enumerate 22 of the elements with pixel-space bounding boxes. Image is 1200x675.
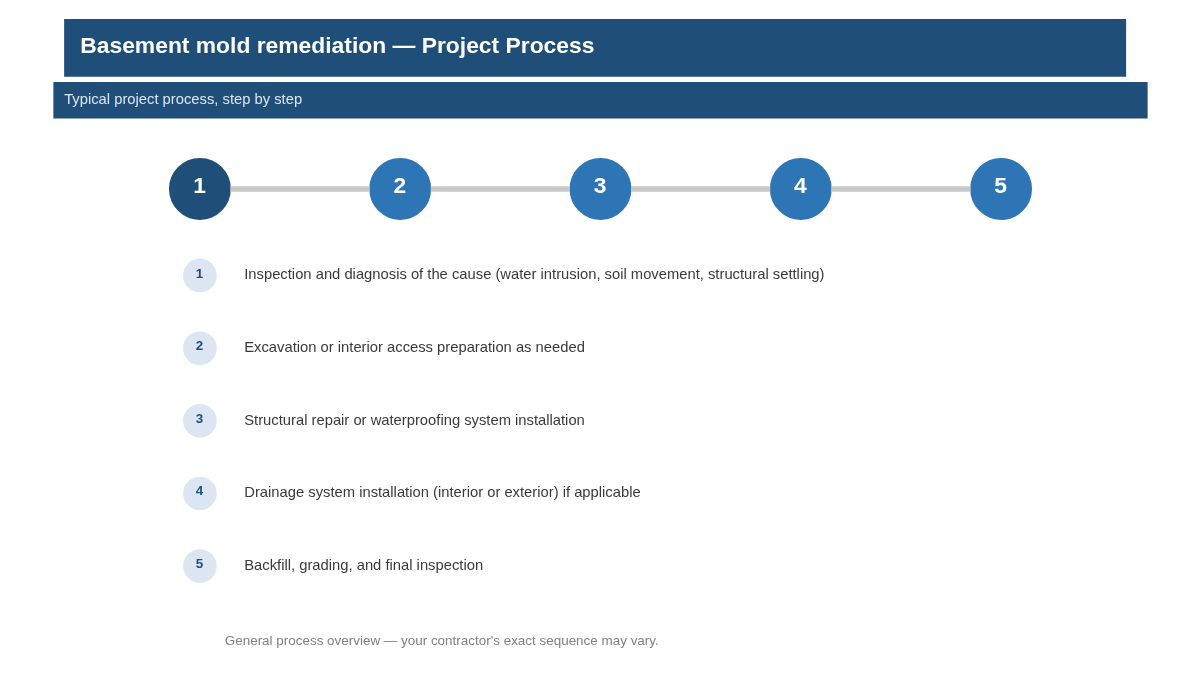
node-circle: 3 (569, 158, 631, 220)
node-circle: 4 (182, 476, 217, 511)
node-circle: 5 (969, 158, 1032, 220)
node-label: Inspection and diagnosis of the cause (water intrusion, soil movement, structural settling) (243, 266, 825, 283)
connector (830, 186, 971, 192)
node-label: Drainage system installation (interior or exterior) if applicable (243, 484, 641, 501)
label: Typical project process, step by step (63, 91, 302, 107)
node-circle: 1 (168, 158, 231, 220)
node-circle: 3 (182, 404, 217, 438)
node-circle: 4 (769, 158, 832, 220)
node-label: Excavation or interior access preparation as needed (243, 339, 585, 356)
connector (430, 186, 570, 192)
node-label: Structural repair or waterproofing system installation (243, 411, 585, 428)
diagram-title: Basement mold remediation — Project Process (79, 31, 594, 58)
node-circle: 5 (182, 549, 217, 583)
node-circle: 2 (368, 158, 431, 220)
node-label: Backfill, grading, and final inspection (243, 556, 483, 573)
node-circle: 2 (182, 331, 217, 366)
connector (630, 186, 770, 192)
caption: General process overview — your contractor's exact sequence may vary. (224, 633, 659, 649)
node-circle: 1 (182, 258, 217, 293)
connector (229, 186, 370, 192)
